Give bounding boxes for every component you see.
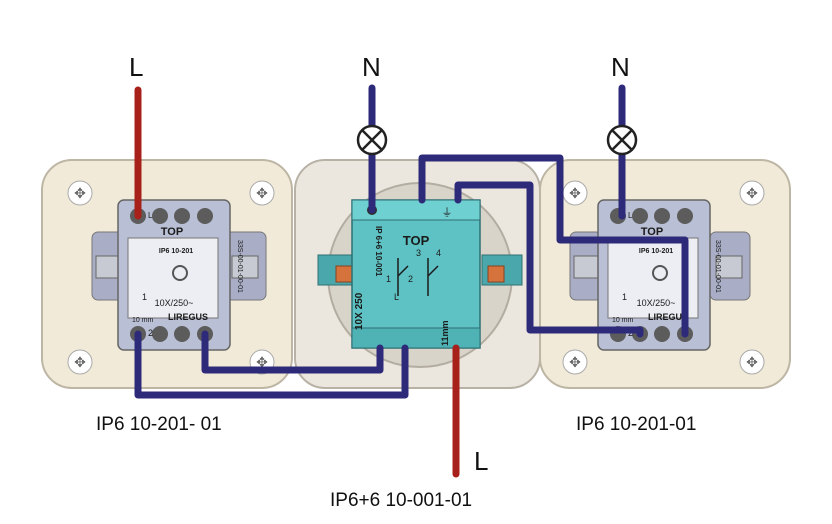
svg-text:✥: ✥	[569, 354, 581, 370]
right-top-text: TOP	[641, 226, 663, 238]
right-rating-text: 10X/250~	[637, 298, 676, 308]
left-terminal-2: 2	[148, 328, 153, 338]
center-rating-text: 10X 250	[354, 292, 365, 330]
svg-text:✥: ✥	[746, 185, 758, 201]
neutral-label-right: N	[611, 52, 630, 82]
left-switch-caption: IP6 10-201- 01	[96, 414, 222, 435]
ground-icon: ⏚	[442, 206, 453, 219]
lamp-icon	[606, 124, 638, 156]
center-strip-text: 11mm	[440, 320, 450, 346]
center-terminal-2: 2	[408, 274, 413, 284]
center-terminal-3: 3	[416, 248, 421, 258]
svg-text:✥: ✥	[74, 185, 86, 201]
left-terminal-l: L	[148, 211, 153, 220]
center-terminal-1: 1	[386, 274, 391, 284]
right-model-text: IP6 10-201	[639, 248, 673, 255]
center-terminal-l: L	[394, 292, 399, 302]
right-switch-caption: IP6 10-201-01	[576, 414, 697, 435]
left-top-text: TOP	[161, 226, 183, 238]
center-top-text: TOP	[403, 233, 430, 248]
center-terminal-4: 4	[436, 248, 441, 258]
svg-text:✥: ✥	[74, 354, 86, 370]
left-terminal-1: 1	[142, 292, 147, 302]
right-strip-text: 10 mm	[612, 317, 634, 324]
left-rating-text: 10X/250~	[155, 298, 194, 308]
svg-text:✥: ✥	[569, 185, 581, 201]
center-switch-caption: IP6+6 10-001-01	[330, 490, 473, 511]
left-side-code: 33S-00-01-00-01	[236, 240, 243, 293]
svg-text:✥: ✥	[256, 354, 268, 370]
right-side-code: 33S-00-01-00-01	[714, 240, 721, 293]
neutral-label-center: N	[362, 52, 381, 82]
right-brand-text: LIREGUS	[648, 312, 688, 322]
left-switch-mechanism: TOP IP6 10-201 10X/250~ LIREGUS 10 mm 33…	[91, 199, 267, 351]
right-terminal-1: 1	[622, 292, 627, 302]
live-label-bottom: L	[474, 446, 489, 476]
live-label-top: L	[129, 52, 144, 82]
svg-text:✥: ✥	[746, 354, 758, 370]
live-wires	[134, 86, 460, 478]
right-terminal-l: L	[628, 211, 633, 220]
left-brand-text: LIREGUS	[168, 312, 208, 322]
left-strip-text: 10 mm	[132, 317, 154, 324]
left-model-text: IP6 10-201	[159, 248, 193, 255]
center-switch-module: ⏚ TOP IP 6+6 10-001 10X 250 11mm L 1 2 3…	[317, 199, 523, 349]
neutral-wires	[134, 84, 689, 399]
center-model-text: IP 6+6 10-001	[374, 226, 383, 277]
lamp-icon	[356, 124, 388, 156]
svg-text:✥: ✥	[256, 185, 268, 201]
